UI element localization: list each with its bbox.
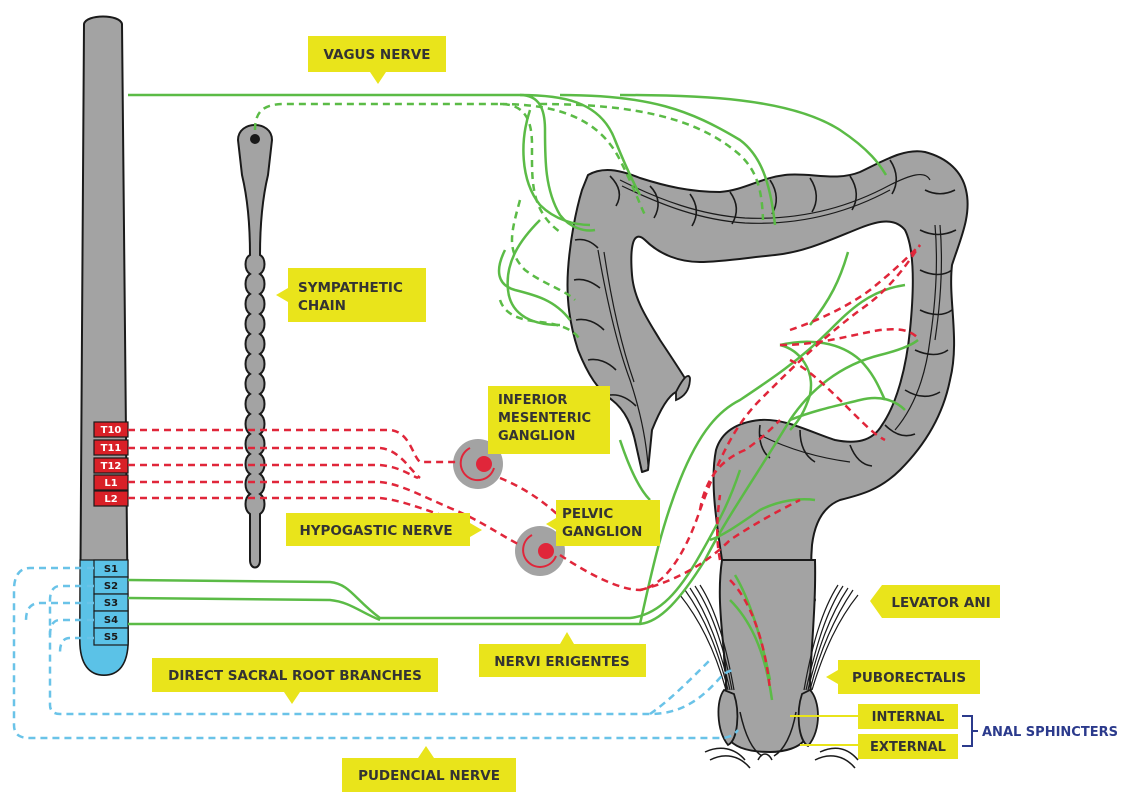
label-text: HYPOGASTIC NERVE: [299, 523, 452, 539]
segment-label: S1: [104, 564, 118, 575]
label-text: CHAIN: [298, 298, 346, 314]
chain-origin-dot: [250, 134, 260, 144]
segment-label: S2: [104, 581, 118, 592]
segment-label: S5: [104, 632, 118, 643]
label-sympathetic-chain: SYMPATHETIC CHAIN: [276, 268, 426, 322]
segment-label: S3: [104, 598, 118, 609]
segment-label: T10: [101, 425, 122, 436]
sympathetic-chain: [238, 125, 272, 568]
label-text: VAGUS NERVE: [323, 47, 430, 63]
label-text: PELVIC: [562, 506, 613, 522]
anal-sphincters-bracket: ANAL SPHINCTERS: [962, 716, 1118, 746]
label-text: ANAL SPHINCTERS: [982, 725, 1118, 740]
label-text: SYMPATHETIC: [298, 280, 403, 296]
label-levator-ani: LEVATOR ANI: [870, 585, 1000, 618]
label-pelvic-ganglion: PELVIC GANGLION: [546, 500, 660, 546]
label-text: MESENTERIC: [498, 411, 591, 426]
label-nervi-erigentes: NERVI ERIGENTES: [479, 632, 646, 677]
label-text: EXTERNAL: [870, 740, 946, 755]
label-pudencial-nerve: PUDENCIAL NERVE: [342, 746, 516, 792]
thoracolumbar-segments: T10 T11 T12 L1 L2: [94, 422, 128, 506]
spinal-cord: T10 T11 T12 L1 L2 S1 S2 S3 S4 S5: [80, 17, 128, 676]
label-text: NERVI ERIGENTES: [494, 654, 629, 670]
label-text: PUDENCIAL NERVE: [358, 768, 500, 784]
segment-label: S4: [104, 615, 118, 626]
rectum: [718, 560, 818, 756]
label-text: DIRECT SACRAL ROOT BRANCHES: [168, 668, 422, 684]
segment-label: T12: [101, 461, 122, 472]
label-hypogastic-nerve: HYPOGASTIC NERVE: [286, 513, 482, 546]
segment-label: T11: [101, 443, 122, 454]
label-text: INTERNAL: [872, 710, 945, 725]
label-text: INFERIOR: [498, 393, 567, 408]
label-puborectalis: PUBORECTALIS: [826, 660, 980, 694]
label-vagus-nerve: VAGUS NERVE: [308, 36, 446, 84]
label-text: LEVATOR ANI: [891, 595, 990, 611]
label-text: GANGLION: [498, 429, 575, 444]
label-inferior-mesenteric-ganglion: INFERIOR MESENTERIC GANGLION: [488, 386, 610, 454]
segment-label: L1: [104, 478, 117, 489]
label-external: EXTERNAL: [800, 734, 958, 759]
label-text: PUBORECTALIS: [852, 670, 966, 686]
label-text: GANGLION: [562, 524, 642, 540]
label-direct-sacral-root-branches: DIRECT SACRAL ROOT BRANCHES: [152, 658, 438, 704]
sacral-segments: S1 S2 S3 S4 S5: [80, 560, 128, 675]
segment-label: L2: [104, 494, 117, 505]
